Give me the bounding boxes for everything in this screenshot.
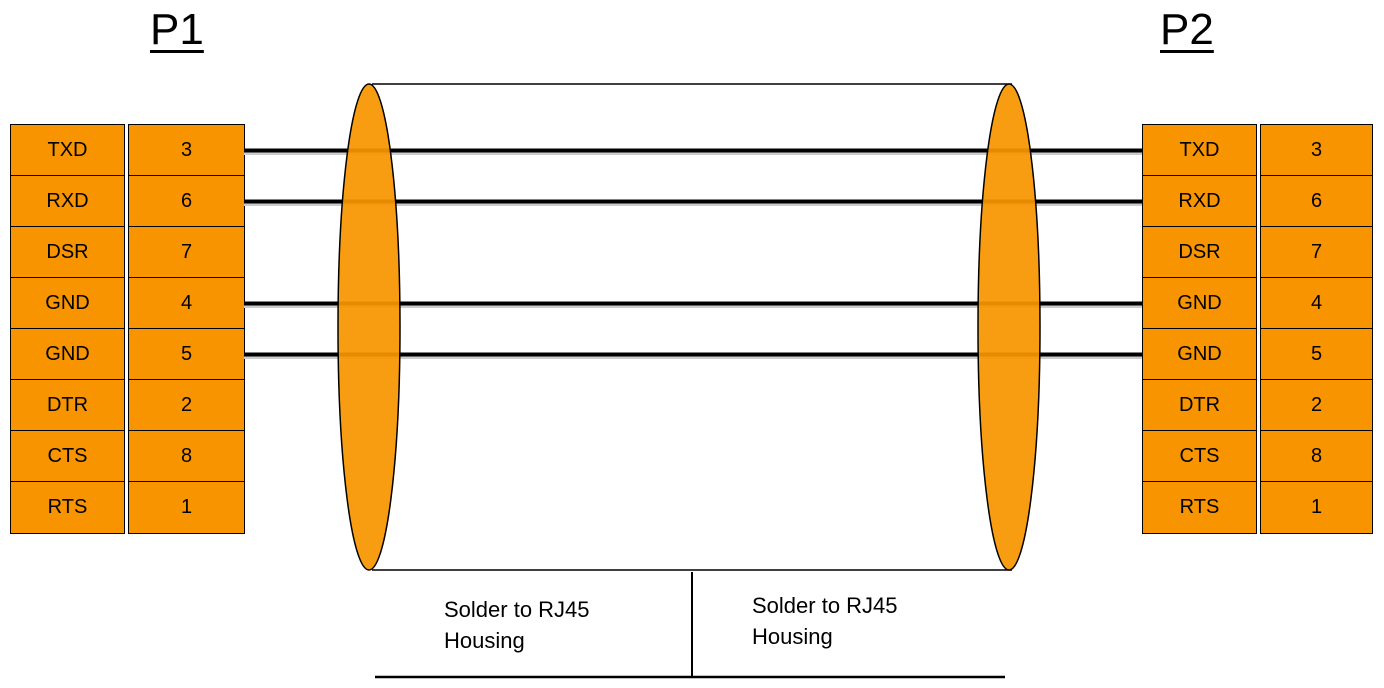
p1-pin-number: 3: [129, 125, 244, 176]
connector-p2-pin-column: 3 6 7 4 5 2 8 1: [1260, 124, 1373, 534]
p1-signal-label: CTS: [11, 431, 124, 482]
connector-p2-signal-column: TXD RXD DSR GND GND DTR CTS RTS: [1142, 124, 1257, 534]
connector-p2-title: P2: [1160, 5, 1214, 54]
right-ferrule: [977, 83, 1041, 571]
p2-pin-number: 3: [1261, 125, 1372, 176]
p2-signal-label: DTR: [1143, 380, 1256, 431]
p1-signal-label: RXD: [11, 176, 124, 227]
p2-signal-label: GND: [1143, 278, 1256, 329]
p1-pin-number: 8: [129, 431, 244, 482]
p1-pin-number: 5: [129, 329, 244, 380]
p2-pin-number: 1: [1310, 496, 1323, 518]
p1-signal-label: RTS: [47, 496, 88, 518]
shield-caption-left: Solder to RJ45 Housing: [444, 597, 590, 653]
connector-p1: TXD RXD DSR GND GND DTR CTS RTS 3 6 7 4 …: [10, 124, 245, 534]
connector-p1-title: P1: [150, 5, 204, 54]
p1-pin-number: 2: [129, 380, 244, 431]
shield-caption-right: Solder to RJ45 Housing: [752, 593, 898, 649]
left-ferrule: [337, 83, 401, 571]
p2-signal-label: DSR: [1143, 227, 1256, 278]
p1-signal-label: DSR: [11, 227, 124, 278]
p1-signal-label: DTR: [11, 380, 124, 431]
p1-signal-label: GND: [11, 329, 124, 380]
connector-p2: TXD RXD DSR GND GND DTR CTS RTS 3 6 7 4 …: [1142, 124, 1373, 534]
p2-pin-number: 5: [1261, 329, 1372, 380]
p1-signal-label: GND: [11, 278, 124, 329]
p1-pin-number: 7: [129, 227, 244, 278]
connector-p1-pin-column: 3 6 7 4 5 2 8 1: [128, 124, 245, 534]
p1-pin-number: 4: [129, 278, 244, 329]
connector-p1-signal-column: TXD RXD DSR GND GND DTR CTS RTS: [10, 124, 125, 534]
p2-signal-label: TXD: [1143, 125, 1256, 176]
p2-signal-label: CTS: [1143, 431, 1256, 482]
p2-pin-number: 4: [1261, 278, 1372, 329]
p1-pin-number: 1: [180, 496, 193, 518]
p1-pin-number: 6: [129, 176, 244, 227]
p2-signal-label: GND: [1143, 329, 1256, 380]
p2-pin-number: 2: [1261, 380, 1372, 431]
p2-pin-number: 7: [1261, 227, 1372, 278]
p2-signal-label: RTS: [1179, 496, 1220, 518]
p2-pin-number: 6: [1261, 176, 1372, 227]
p1-signal-label: TXD: [11, 125, 124, 176]
p2-pin-number: 8: [1261, 431, 1372, 482]
p2-signal-label: RXD: [1143, 176, 1256, 227]
